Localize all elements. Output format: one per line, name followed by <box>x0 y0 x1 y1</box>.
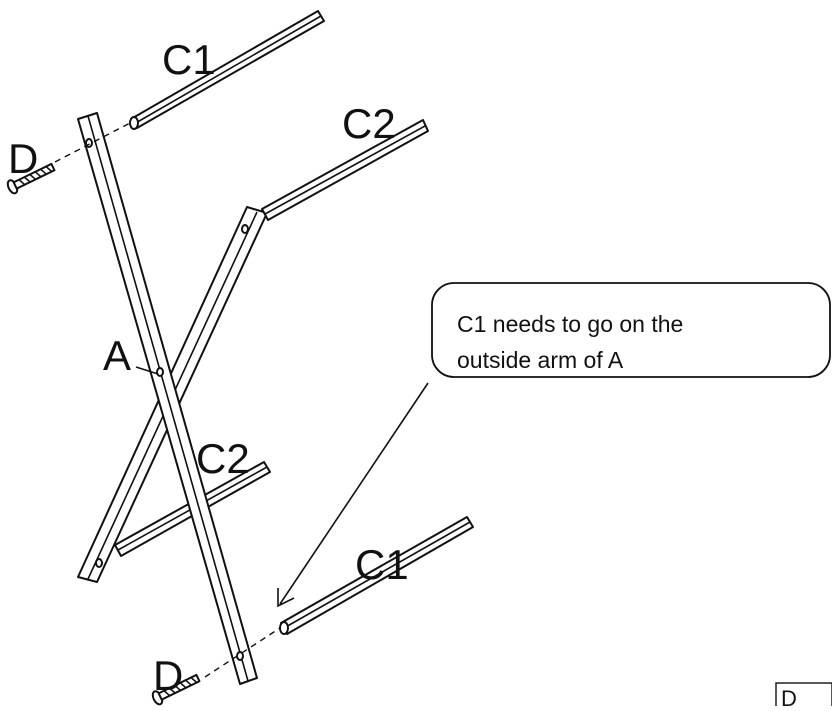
corner-tag: D <box>775 682 832 711</box>
label-c1-top: C1 <box>162 36 216 83</box>
callout-bubble: C1 needs to go on the outside arm of A <box>431 282 831 378</box>
label-c1-bottom: C1 <box>355 541 409 588</box>
label-d-top: D <box>8 135 38 182</box>
label-c2-top: C2 <box>342 100 396 147</box>
rail-c1-bottom <box>279 516 474 635</box>
alignment-line-bottom <box>204 627 281 678</box>
leg-a <box>77 112 258 685</box>
screw-d-bottom <box>151 673 201 706</box>
leader-a <box>135 366 159 375</box>
rail-c1-top <box>129 10 325 130</box>
screw-d-top <box>6 162 56 195</box>
rail-c2-top <box>261 119 429 221</box>
label-a: A <box>103 332 131 379</box>
callout-line-1: C1 needs to go on the <box>457 311 683 337</box>
label-c2-bottom: C2 <box>196 435 250 482</box>
corner-tag-label: D <box>781 686 797 706</box>
callout-line-2: outside arm of A <box>457 347 624 373</box>
alignment-line-top <box>54 122 131 163</box>
callout-arrow <box>277 382 429 608</box>
label-d-bottom: D <box>153 652 183 699</box>
